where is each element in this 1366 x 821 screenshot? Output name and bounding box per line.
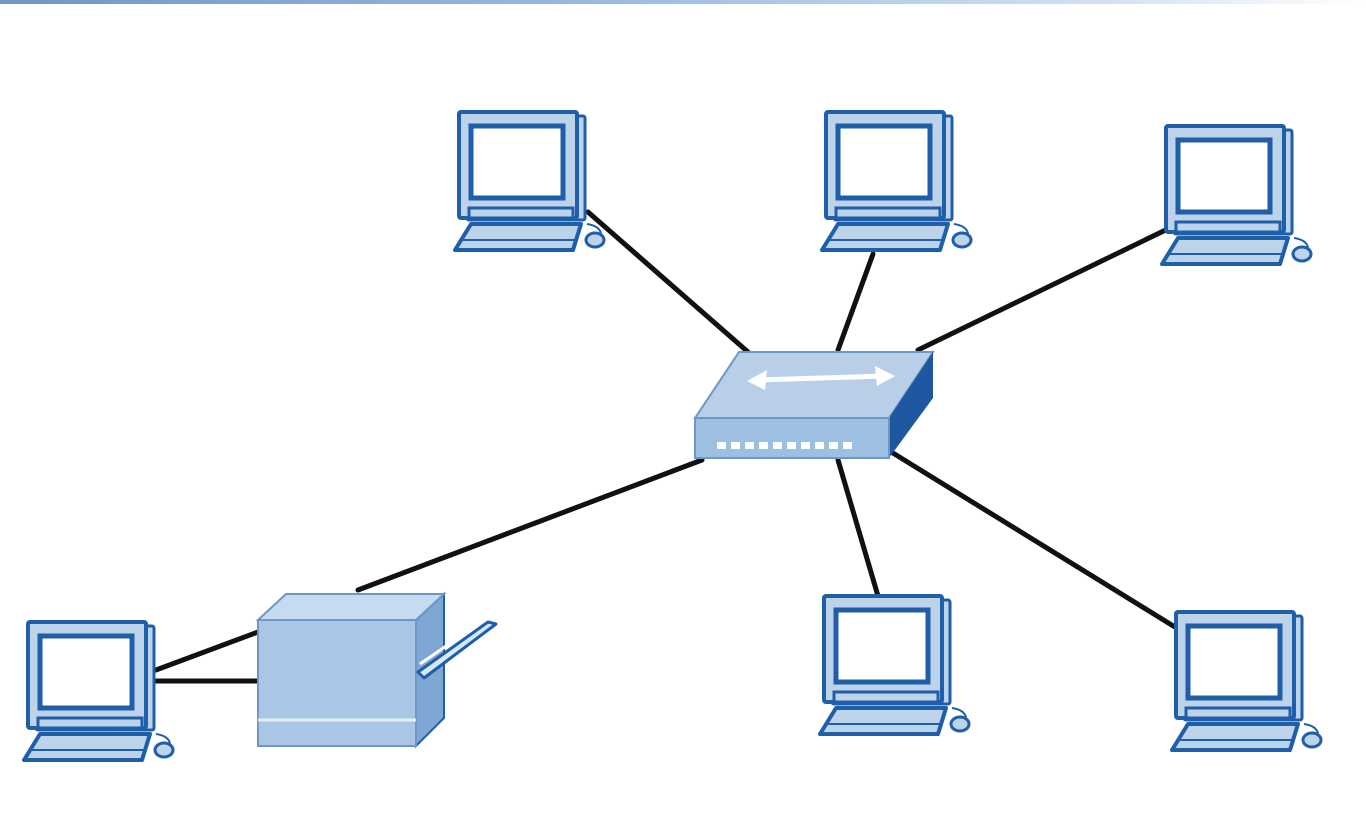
- link-switch-pc-top-right: [915, 221, 1181, 353]
- switch-port: [731, 442, 740, 449]
- switch-port: [843, 442, 852, 449]
- pc-bottom-right-computer-icon: [1170, 610, 1323, 752]
- switch-port: [773, 442, 782, 449]
- link-switch-pc-bottom-center: [835, 457, 881, 599]
- switch-port: [815, 442, 824, 449]
- links-layer: [153, 209, 1199, 684]
- switch-port: [801, 442, 810, 449]
- link-switch-pc-top-center: [835, 251, 876, 353]
- printer-icon: [255, 591, 498, 749]
- switch-icon: [693, 351, 935, 459]
- pc-top-right-computer-icon: [1160, 124, 1313, 266]
- link-switch-printer: [355, 457, 705, 593]
- link-printer-pc-bottom-left: [153, 629, 261, 673]
- top-accent-strip: [0, 0, 1366, 4]
- link-switch-pc-bottom-right: [885, 447, 1199, 643]
- switch-port: [787, 442, 796, 449]
- pc-bottom-center-computer-icon: [818, 594, 971, 736]
- link-switch-pc-top-left: [585, 209, 751, 355]
- switch-port: [745, 442, 754, 449]
- pc-top-left-computer-icon: [453, 110, 606, 252]
- switch-port: [829, 442, 838, 449]
- pc-top-center-computer-icon: [820, 110, 973, 252]
- switch-port: [717, 442, 726, 449]
- switch-port: [759, 442, 768, 449]
- pc-bottom-left-computer-icon: [22, 620, 175, 762]
